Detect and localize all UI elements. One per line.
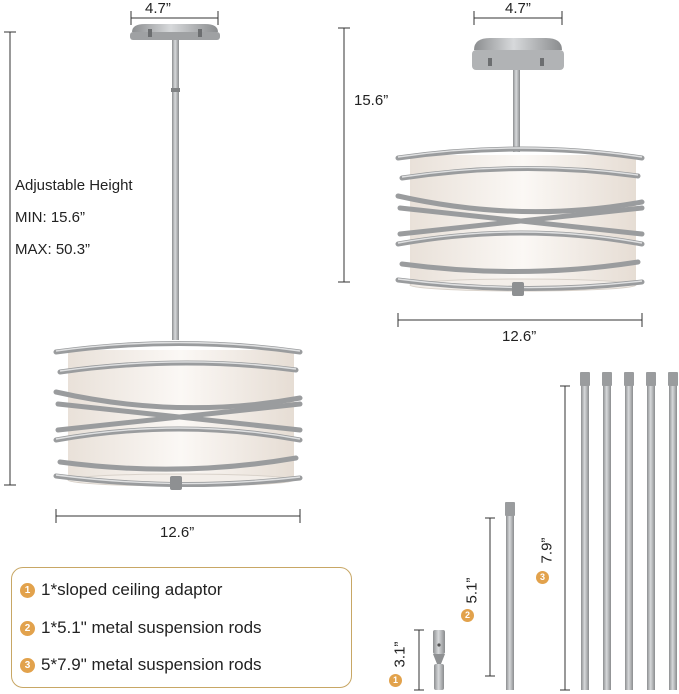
- left-suspension-rod: [172, 40, 179, 340]
- legend-item-1: 1*sloped ceiling adaptor: [41, 580, 223, 599]
- left-canopy-dome: [132, 24, 218, 32]
- left-canopy-screw: [198, 29, 202, 37]
- accessory-legend: 1 1*sloped ceiling adaptor 2 1*5.1" meta…: [11, 567, 352, 688]
- right-semi-flush-fixture: [395, 38, 645, 296]
- rod-1-badge: 1: [389, 674, 402, 687]
- legend-item-2: 1*5.1" metal suspension rods: [41, 618, 262, 637]
- rod-2-badge: 2: [461, 609, 474, 622]
- right-height-label: 15.6”: [354, 92, 389, 109]
- rod-3-suspension-rods: [580, 372, 678, 690]
- left-finial: [170, 476, 182, 490]
- rod-2-length-label: 5.1”: [463, 577, 481, 604]
- right-canopy-dome: [474, 38, 562, 50]
- rod-3-badge: 3: [536, 571, 549, 584]
- right-canopy-width-label: 4.7”: [505, 0, 531, 17]
- adjustable-height-title: Adjustable Height: [15, 177, 133, 194]
- legend-badge-1: 1: [20, 583, 35, 598]
- legend-item-3: 5*7.9" metal suspension rods: [41, 655, 262, 674]
- right-shade-width-label: 12.6”: [502, 328, 537, 345]
- right-stem: [513, 70, 520, 152]
- left-canopy-screw: [148, 29, 152, 37]
- rod-3-length-label: 7.9”: [538, 537, 556, 564]
- left-canopy-width-label: 4.7”: [145, 0, 171, 17]
- right-finial: [512, 282, 524, 296]
- legend-badge-2: 2: [20, 621, 35, 636]
- rod-1-sloped-adaptor: [433, 630, 445, 690]
- right-wire-cage: [395, 146, 645, 292]
- left-rod-joint: [171, 88, 180, 92]
- left-pendant: [53, 24, 303, 490]
- legend-badge-3: 3: [20, 658, 35, 673]
- rod-2-suspension-rod: [505, 502, 515, 690]
- height-min-label: MIN: 15.6”: [15, 209, 86, 226]
- height-max-label: MAX: 50.3”: [15, 241, 91, 258]
- left-canopy: [130, 32, 220, 40]
- right-canopy: [472, 50, 564, 70]
- left-shade-width-label: 12.6”: [160, 524, 195, 541]
- rod-1-length-label: 3.1”: [391, 641, 409, 668]
